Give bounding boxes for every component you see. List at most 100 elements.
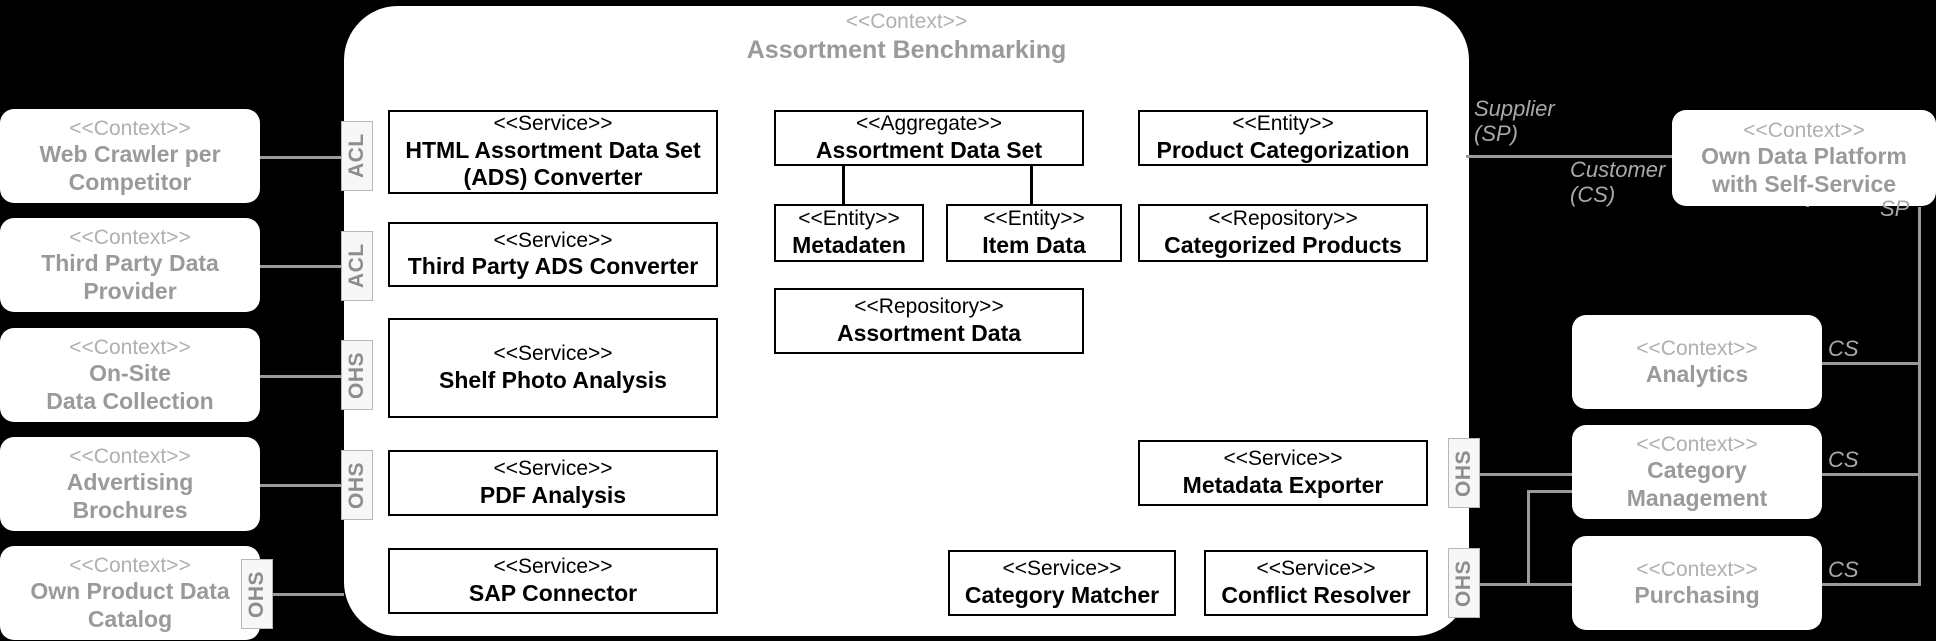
context-stereotype: <<Context>> [69,116,191,140]
context-name: Web Crawler per Competitor [39,141,221,195]
context-name: Purchasing [1634,581,1760,608]
block-stereotype: <<Repository>> [1208,207,1358,231]
context-stereotype: <<Context>> [1636,432,1758,456]
context-card-purchasing[interactable]: <<Context>> Purchasing [1572,536,1822,630]
entity-metadaten[interactable]: <<Entity>> Metadaten [774,204,924,262]
block-name: Item Data [982,231,1086,258]
connector-catmgmt-vert [1918,362,1921,473]
context-name: Analytics [1645,360,1749,387]
pattern-tag-ohs-conflict-resolver[interactable]: OHS [1448,548,1480,618]
context-name: Category Management [1626,457,1768,511]
repository-categorized-products[interactable]: <<Repository>> Categorized Products [1138,204,1428,262]
pattern-tag-acl-third-party[interactable]: ACL [341,231,373,301]
role-label-supplier: Supplier (SP) [1474,96,1555,147]
connector-aggregate-itemdata [1030,164,1033,206]
connector-aggregate-metadaten [842,164,845,206]
connector-onsite [258,375,344,378]
context-card-category-management[interactable]: <<Context>> Category Management [1572,425,1822,519]
block-name: Metadata Exporter [1182,471,1384,498]
service-metadata-exporter[interactable]: <<Service>> Metadata Exporter [1138,440,1428,506]
aggregate-assortment-data-set[interactable]: <<Aggregate>> Assortment Data Set [774,110,1084,166]
block-name: Product Categorization [1156,136,1410,163]
context-name: Third Party Data Provider [41,250,219,304]
pattern-tag-ohs-brochures[interactable]: OHS [341,450,373,520]
block-name: Conflict Resolver [1221,581,1411,608]
block-name: Assortment Data [836,319,1022,346]
main-context-header: <<Context>> Assortment Benchmarking [344,10,1469,65]
context-stereotype: <<Context>> [1636,336,1758,360]
context-name: Own Data Platform with Self-Service [1701,143,1907,197]
service-sap-connector[interactable]: <<Service>> SAP Connector [388,548,718,614]
role-label-cs-analytics: CS [1828,336,1859,361]
context-card-advertising-brochures[interactable]: <<Context>> Advertising Brochures [0,437,260,531]
context-card-own-product-data-catalog[interactable]: <<Context>> Own Product Data Catalog [0,546,260,640]
main-context-stereotype: <<Context>> [845,10,968,33]
connector-third-party [258,265,344,268]
pattern-tag-ohs-onsite[interactable]: OHS [341,340,373,410]
block-stereotype: <<Service>> [1223,447,1343,471]
block-name: Metadaten [792,231,906,258]
context-stereotype: <<Context>> [69,553,191,577]
block-stereotype: <<Service>> [493,112,613,136]
context-name: Advertising Brochures [66,469,194,523]
context-card-third-party-data-provider[interactable]: <<Context>> Third Party Data Provider [0,218,260,312]
context-card-on-site-data-collection[interactable]: <<Context>> On-Site Data Collection [0,328,260,422]
block-stereotype: <<Entity>> [1232,112,1334,136]
block-stereotype: <<Service>> [493,342,613,366]
block-name: PDF Analysis [479,481,627,508]
context-name: On-Site Data Collection [46,360,214,414]
connector-branch-vert [1527,490,1530,583]
block-name: Shelf Photo Analysis [439,366,667,393]
context-stereotype: <<Context>> [1743,118,1865,142]
connector-analytics-vert [1918,207,1921,362]
service-conflict-resolver[interactable]: <<Service>> Conflict Resolver [1204,550,1428,616]
service-pdf-analysis[interactable]: <<Service>> PDF Analysis [388,450,718,516]
context-stereotype: <<Context>> [69,444,191,468]
connector-exporter-catmgmt [1466,473,1572,476]
block-name: Assortment Data Set [815,136,1043,163]
role-label-cs-category-management: CS [1828,447,1859,472]
block-stereotype: <<Service>> [493,555,613,579]
service-third-party-ads-converter[interactable]: <<Service>> Third Party ADS Converter [388,222,718,287]
context-card-own-data-platform[interactable]: <<Context>> Own Data Platform with Self-… [1672,110,1936,206]
block-name: Third Party ADS Converter [407,253,699,280]
role-label-sp: SP [1880,196,1910,221]
context-stereotype: <<Context>> [1636,557,1758,581]
connector-branch-h [1527,490,1575,493]
entity-product-categorization[interactable]: <<Entity>> Product Categorization [1138,110,1428,166]
role-label-cs-purchasing: CS [1828,557,1859,582]
pattern-tag-ohs-metadata-exporter[interactable]: OHS [1448,438,1480,508]
block-stereotype: <<Service>> [1256,557,1376,581]
block-stereotype: <<Entity>> [983,207,1085,231]
main-context-name: Assortment Benchmarking [746,36,1067,64]
role-label-customer: Customer (CS) [1570,157,1666,208]
service-category-matcher[interactable]: <<Service>> Category Matcher [948,550,1176,616]
service-shelf-photo-analysis[interactable]: <<Service>> Shelf Photo Analysis [388,318,718,418]
connector-purchasing-right [1821,583,1921,586]
context-name: Own Product Data Catalog [30,578,230,632]
connector-brochures [258,484,344,487]
context-card-web-crawler[interactable]: <<Context>> Web Crawler per Competitor [0,109,260,203]
block-name: Category Matcher [964,581,1160,608]
block-stereotype: <<Service>> [1002,557,1122,581]
context-stereotype: <<Context>> [69,335,191,359]
block-stereotype: <<Entity>> [798,207,900,231]
service-html-ads-converter[interactable]: <<Service>> HTML Assortment Data Set (AD… [388,110,718,194]
block-stereotype: <<Service>> [493,457,613,481]
block-name: SAP Connector [468,579,638,606]
block-name: HTML Assortment Data Set (ADS) Converter [405,137,701,191]
context-stereotype: <<Context>> [69,225,191,249]
connector-conflict-purchasing [1466,583,1572,586]
block-name: Categorized Products [1164,231,1402,258]
context-card-analytics[interactable]: <<Context>> Analytics [1572,315,1822,409]
block-stereotype: <<Service>> [493,228,613,252]
connector-purchasing-vert [1918,473,1921,583]
pattern-tag-acl-web-crawler[interactable]: ACL [341,121,373,191]
block-stereotype: <<Repository>> [854,295,1004,319]
entity-item-data[interactable]: <<Entity>> Item Data [946,204,1122,262]
repository-assortment-data[interactable]: <<Repository>> Assortment Data [774,288,1084,354]
pattern-tag-ohs-own-catalog[interactable]: OHS [241,559,273,629]
connector-analytics-right [1821,362,1921,365]
connector-own-catalog [258,593,344,596]
